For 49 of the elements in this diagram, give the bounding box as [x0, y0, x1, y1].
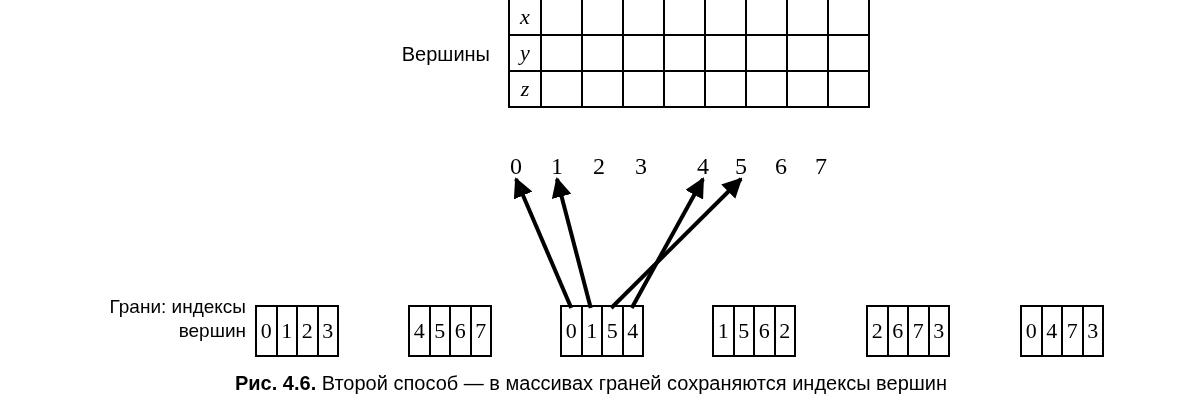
vertex-index: 7	[811, 153, 831, 179]
arrow	[513, 177, 574, 309]
index-cell: 1	[580, 307, 601, 355]
index-cell: 7	[907, 307, 928, 355]
index-cell: 6	[753, 307, 774, 355]
face-array	[560, 305, 644, 357]
index-cell: 0	[562, 307, 581, 355]
arrow	[630, 177, 705, 309]
index-cell: 5	[428, 307, 449, 355]
index-cell: 1	[714, 307, 733, 355]
index-cell: 3	[316, 307, 337, 355]
face-array	[408, 305, 492, 357]
index-cell: 5	[732, 307, 753, 355]
index-cell: 0	[257, 307, 276, 355]
index-cell: 1	[275, 307, 296, 355]
index-cell: 4	[1040, 307, 1061, 355]
coordinate-label: x	[509, 0, 541, 35]
vertex-index: 3	[631, 153, 651, 179]
coordinate-label: y	[509, 35, 541, 71]
array-label: Вершины	[401, 42, 490, 66]
vertex-index: 6	[771, 153, 791, 179]
index-cell: 6	[886, 307, 907, 355]
face-array	[255, 305, 339, 357]
index-cell: 4	[410, 307, 429, 355]
arrow	[609, 177, 743, 310]
arrow	[551, 177, 593, 309]
array-label: Грани: индексы вершин	[108, 295, 246, 343]
vertex-index: 1	[547, 153, 567, 179]
index-cell: 3	[1081, 307, 1102, 355]
face-array	[712, 305, 796, 357]
index-cell: 2	[296, 307, 317, 355]
vertex-index: 4	[693, 153, 713, 179]
vertex-index: 2	[589, 153, 609, 179]
vertex-table	[508, 0, 870, 108]
face-array	[866, 305, 950, 357]
index-cell: 2	[868, 307, 887, 355]
index-cell: 7	[469, 307, 490, 355]
figure-caption: Рис. 4.6. Второй способ — в массивах граней сохраняются индексы вершин	[234, 372, 948, 394]
index-cell: 2	[773, 307, 794, 355]
index-cell: 7	[1061, 307, 1082, 355]
index-cell: 0	[1022, 307, 1041, 355]
index-cell: 4	[621, 307, 642, 355]
vertex-index: 0	[506, 153, 526, 179]
coordinate-label: z	[509, 71, 541, 107]
vertex-index: 5	[731, 153, 751, 179]
index-cell: 3	[927, 307, 948, 355]
index-cell: 5	[601, 307, 622, 355]
index-cell: 6	[449, 307, 470, 355]
face-array	[1020, 305, 1104, 357]
